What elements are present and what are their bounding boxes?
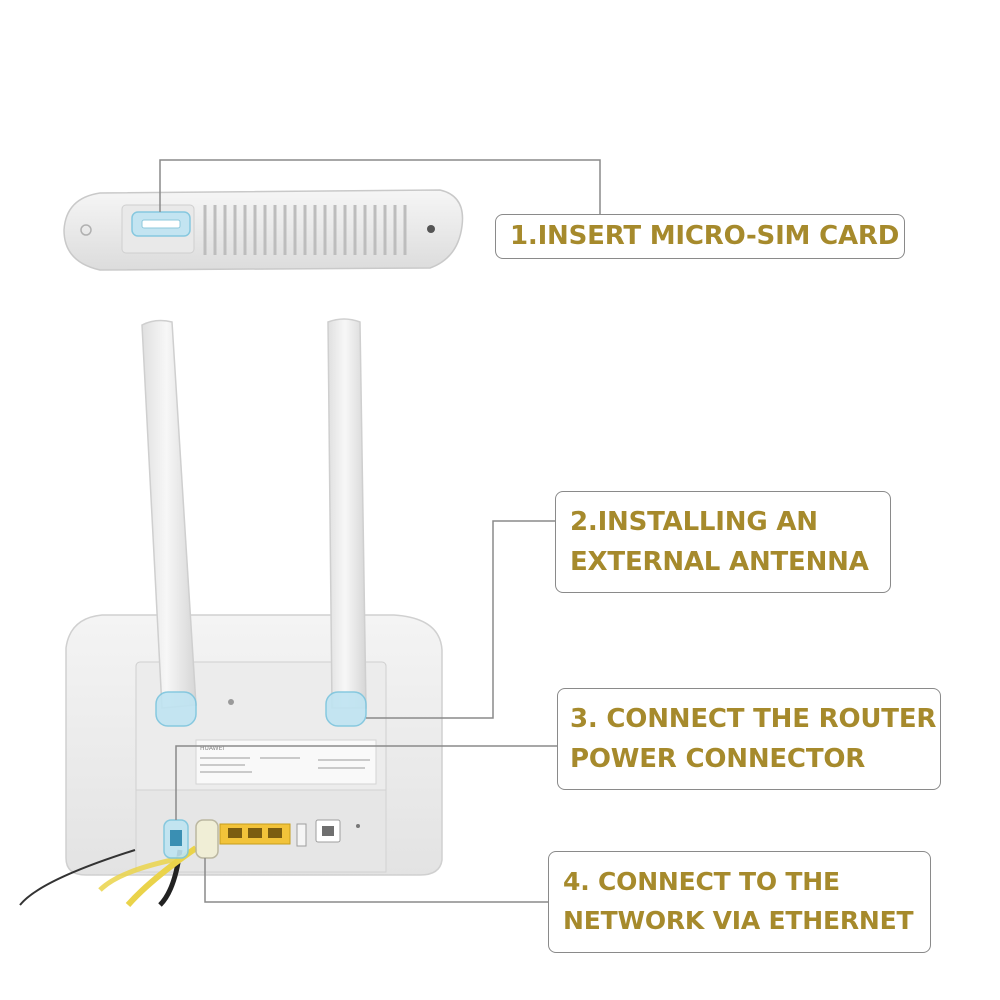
ethernet-port-highlight-icon [195, 819, 219, 859]
leader-line-step1 [159, 159, 601, 214]
callout-install-antenna: 2.INSTALLING AN EXTERNAL ANTENNA [555, 491, 891, 593]
router-top-view [63, 189, 464, 271]
vent-slots [203, 205, 407, 255]
callout-step2-line2: EXTERNAL ANTENNA [570, 547, 869, 577]
callout-step4-line2: NETWORK VIA ETHERNET [563, 906, 914, 935]
callout-step1-text: 1.INSERT MICRO-SIM CARD [510, 221, 900, 252]
antenna-connector-highlight-icon [325, 691, 367, 727]
leader-line-step3 [175, 745, 557, 820]
usb-port [296, 823, 307, 847]
callout-step3-line2: POWER CONNECTOR [570, 744, 866, 774]
leader-lines [159, 159, 601, 903]
antenna-connector-highlight-icon [155, 691, 197, 727]
product-label-sticker [195, 739, 377, 785]
left-antenna [141, 319, 197, 709]
callout-step4-line1: 4. CONNECT TO THE [563, 867, 840, 897]
callout-power-connector: 3. CONNECT THE ROUTER POWER CONNECTOR [557, 688, 941, 790]
callout-step3-line1: 3. CONNECT THE ROUTER [570, 703, 937, 734]
callout-insert-sim: 1.INSERT MICRO-SIM CARD [495, 214, 905, 259]
leader-line-step4 [204, 858, 548, 903]
brand-text: HUAWEI [200, 745, 224, 752]
callout-step2-line1: 2.INSTALLING AN [570, 506, 818, 537]
callout-ethernet: 4. CONNECT TO THE NETWORK VIA ETHERNET [548, 851, 931, 953]
right-antenna [327, 318, 367, 709]
leader-line-step2 [366, 520, 555, 719]
router-back-view: HUAWEI [19, 318, 443, 907]
reset-hole-icon [80, 224, 92, 236]
screw-icon [427, 225, 435, 233]
